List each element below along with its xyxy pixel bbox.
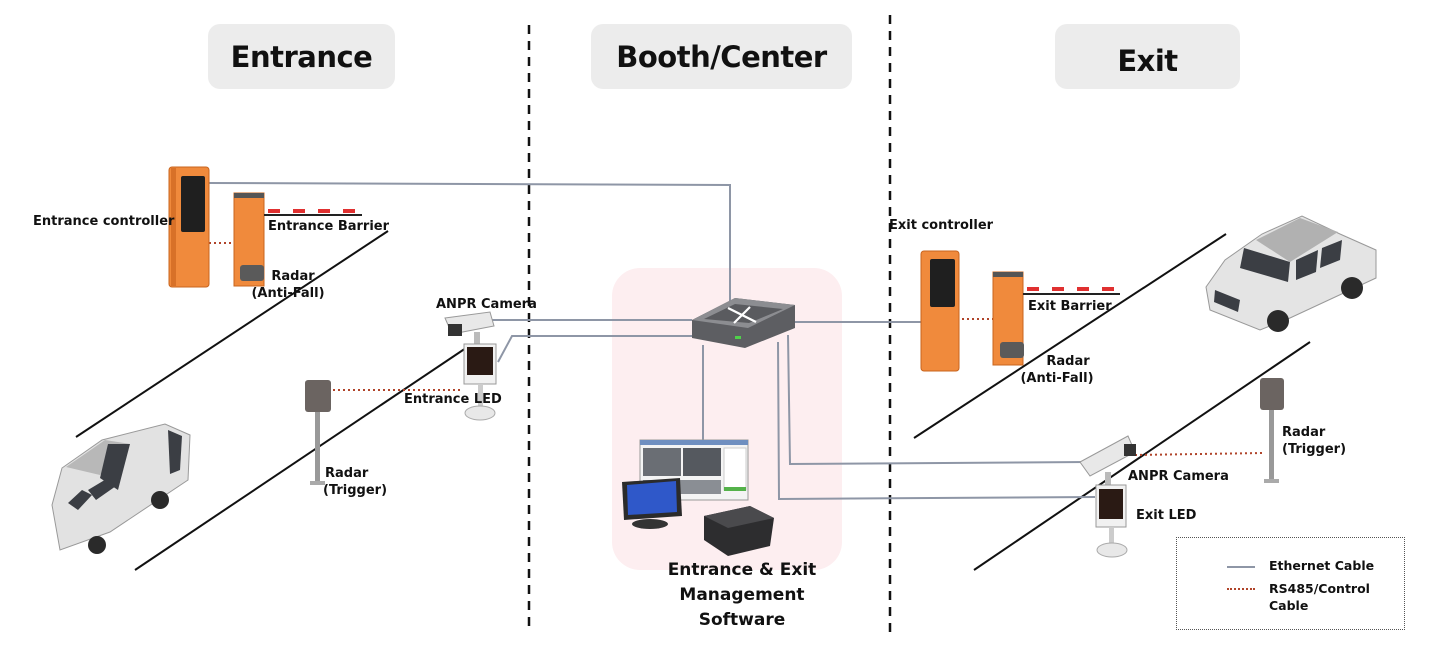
label-entrance-led: Entrance LED: [404, 392, 502, 407]
lane-line-entrance-lower: [134, 347, 467, 571]
exit-anpr-camera-device: [1079, 435, 1136, 486]
label-management-software-line1: Entrance & Exit: [667, 560, 817, 580]
legend-rs485-label: RS485/Control Cable: [1269, 581, 1370, 613]
network-switch-device: [692, 298, 795, 348]
label-entrance-radar-trigger-line1: Radar: [325, 466, 369, 481]
ethernet-entrance-controller: [207, 182, 731, 318]
legend-ethernet-swatch: [1227, 566, 1255, 568]
label-management-software-line3: Software: [698, 610, 786, 630]
label-entrance-radar-trigger-line2: (Trigger): [323, 483, 388, 498]
entrance-led-device: [463, 343, 497, 421]
ethernet-cables: [207, 182, 1096, 501]
label-exit-radar-trigger-line1: Radar: [1282, 425, 1326, 440]
rs485-cables: [209, 242, 1264, 456]
lane-line-exit-lower: [973, 341, 1311, 571]
label-exit-radar-trigger: Radar (Trigger): [1282, 424, 1346, 458]
ethernet-exit-camera: [787, 334, 1089, 466]
label-exit-radar-antifall-line1: Radar: [1046, 354, 1090, 369]
zone-title-exit: Exit: [1055, 24, 1240, 89]
label-entrance-radar-antifall: Radar (Anti-Fall): [238, 268, 338, 302]
rs485-exit-camera-radar: [1134, 452, 1264, 456]
lane-line-exit-upper: [913, 233, 1227, 439]
exit-controller-device: [920, 250, 960, 372]
label-exit-radar-antifall-line2: (Anti-Fall): [1020, 371, 1094, 386]
label-entrance-radar-antifall-line2: (Anti-Fall): [251, 286, 325, 301]
exit-car: [1205, 215, 1377, 332]
lane-line-entrance-upper: [75, 230, 389, 438]
entrance-controller-device: [168, 166, 210, 288]
entrance-radar-trigger-device: [305, 380, 331, 485]
ethernet-exit-led: [777, 341, 1096, 501]
label-exit-led: Exit LED: [1136, 508, 1197, 523]
exit-led-device: [1095, 484, 1128, 558]
entrance-anpr-camera-device: [444, 311, 495, 346]
label-entrance-anpr-camera: ANPR Camera: [436, 297, 537, 312]
label-exit-radar-antifall: Radar (Anti-Fall): [1012, 353, 1102, 387]
label-exit-controller: Exit controller: [889, 218, 994, 233]
management-software-devices: [622, 439, 774, 556]
legend: Ethernet Cable RS485/Control Cable: [1176, 537, 1405, 630]
label-exit-radar-trigger-line2: (Trigger): [1282, 442, 1347, 457]
exit-barrier-device: [992, 271, 1120, 366]
label-entrance-controller: Entrance controller: [33, 214, 175, 229]
label-entrance-radar-antifall-line1: Radar: [271, 269, 315, 284]
label-exit-barrier: Exit Barrier: [1028, 299, 1112, 314]
entrance-car: [51, 423, 191, 554]
legend-rs485-swatch: [1227, 588, 1255, 590]
label-entrance-radar-trigger: Radar (Trigger): [323, 465, 387, 499]
label-management-software-line2: Management: [679, 585, 805, 605]
label-exit-anpr-camera: ANPR Camera: [1128, 469, 1229, 484]
zone-title-booth: Booth/Center: [591, 24, 852, 89]
entrance-barrier-device: [233, 192, 362, 287]
exit-radar-trigger-device: [1260, 378, 1284, 483]
ethernet-entrance-led: [497, 335, 694, 363]
zone-title-entrance: Entrance: [208, 24, 395, 89]
label-entrance-barrier: Entrance Barrier: [268, 219, 390, 234]
legend-ethernet-label: Ethernet Cable: [1269, 558, 1375, 573]
label-management-software: Entrance & Exit Management Software: [662, 558, 822, 633]
